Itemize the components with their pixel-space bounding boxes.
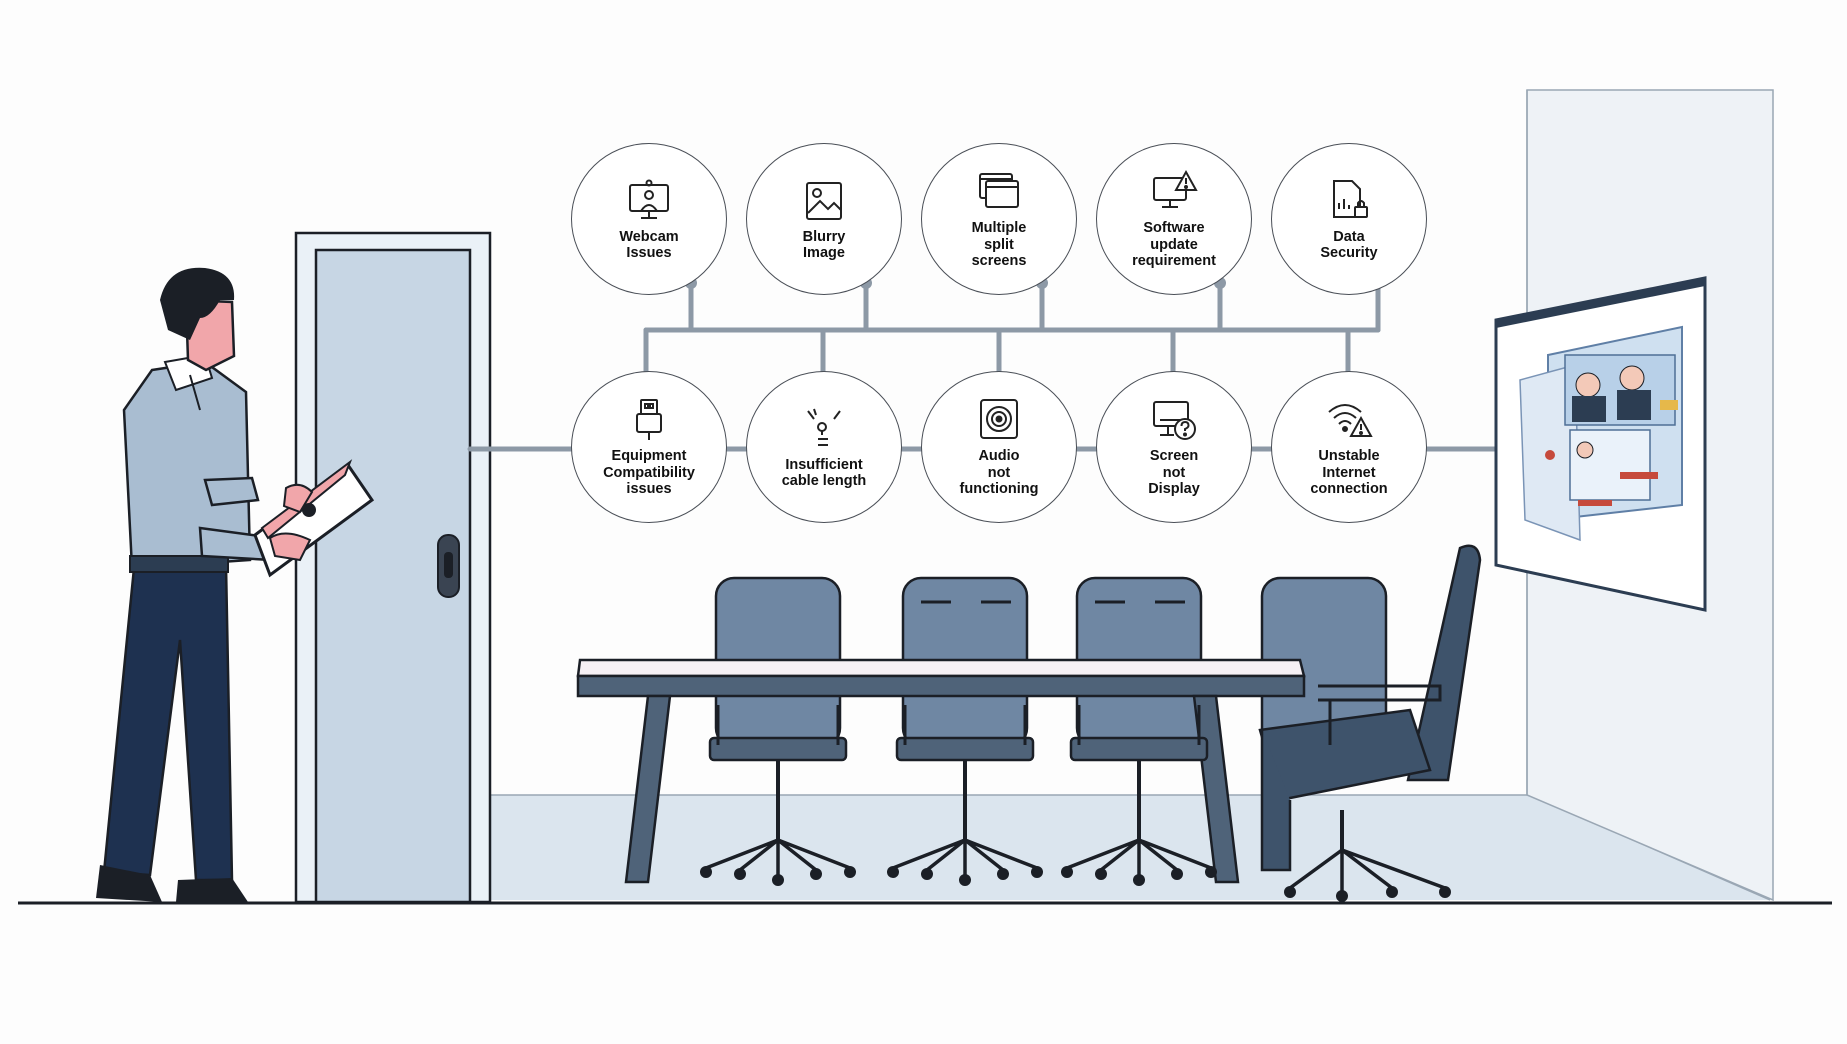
issue-node-data-security: Data Security [1271, 143, 1427, 295]
issue-label: Equipment Compatibility issues [603, 448, 695, 498]
issue-node-multiple-split-screens: Multiple split screens [921, 143, 1077, 295]
projection-screen [1494, 276, 1707, 612]
wifi-warning-icon [1325, 396, 1373, 444]
monitor-question-icon [1150, 396, 1198, 444]
chair-base-3 [1061, 705, 1217, 886]
video-participant-1 [1575, 372, 1601, 398]
usb-plug-icon [625, 396, 673, 444]
issue-node-software-update-requirement: Software update requirement [1096, 143, 1252, 295]
tablet-camera-icon [302, 503, 316, 517]
issue-label: Multiple split screens [971, 220, 1027, 270]
issue-node-webcam-issues: Webcam Issues [571, 143, 727, 295]
door [294, 231, 492, 904]
issue-label: Insufficient cable length [781, 456, 867, 490]
data-security-lock-icon [1325, 177, 1373, 225]
issue-node-insufficient-cable-length: Insufficient cable length [746, 371, 902, 523]
issue-node-screen-not-display: Screen not Display [1096, 371, 1252, 523]
speaker-icon [975, 396, 1023, 444]
issue-label: Webcam Issues [619, 228, 679, 262]
issue-label: Audio not functioning [959, 448, 1039, 498]
issue-label: Screen not Display [1148, 448, 1200, 498]
chair-base-2 [887, 705, 1043, 886]
chair-base-1 [700, 705, 856, 886]
issue-label: Data Security [1320, 228, 1378, 262]
chair-bases [700, 705, 1217, 886]
issue-node-audio-not-functioning: Audio not functioning [921, 371, 1077, 523]
split-screens-icon [975, 168, 1023, 216]
issue-node-equipment-compatibility: Equipment Compatibility issues [571, 371, 727, 523]
issue-label: Blurry Image [802, 228, 846, 262]
issue-label: Software update requirement [1132, 220, 1216, 270]
webcam-monitor-icon [625, 177, 673, 225]
person-with-tablet [96, 267, 375, 902]
video-participant-2 [1619, 365, 1645, 391]
software-update-warning-icon [1150, 168, 1198, 216]
issue-label: Unstable Internet connection [1310, 448, 1388, 498]
blurry-image-icon [800, 177, 848, 225]
conference-table [576, 658, 1306, 884]
issue-node-blurry-image: Blurry Image [746, 143, 902, 295]
issue-node-unstable-internet-connection: Unstable Internet connection [1271, 371, 1427, 523]
armchair [1258, 544, 1482, 902]
cable-icon [800, 405, 848, 453]
